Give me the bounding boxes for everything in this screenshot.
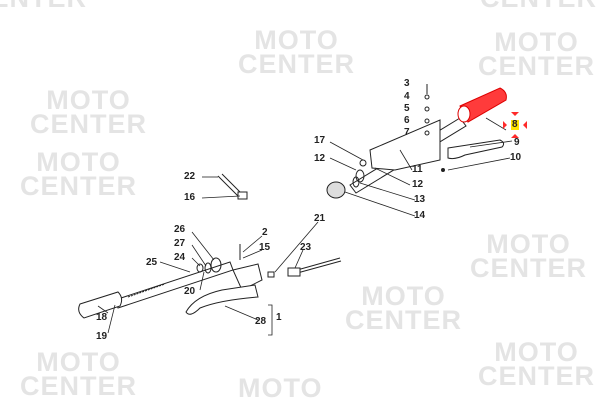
watermark-text: CENTER xyxy=(238,49,356,79)
part-label-10[interactable]: 10 xyxy=(510,152,522,163)
watermark-text: MOTO xyxy=(494,27,579,57)
watermark: CENTER xyxy=(0,0,87,13)
pin xyxy=(441,168,445,172)
washers xyxy=(326,159,367,199)
part-label-28[interactable]: 28 xyxy=(255,316,267,327)
grip-left[interactable] xyxy=(78,291,123,319)
part-label-2[interactable]: 2 xyxy=(262,227,268,238)
part-label-14[interactable]: 14 xyxy=(414,210,426,221)
leader-lines xyxy=(97,117,513,336)
part-label-7[interactable]: 7 xyxy=(404,127,410,138)
watermark-text: MOTO xyxy=(46,85,131,115)
screw-stack xyxy=(424,84,430,136)
part-label-1[interactable]: 1 xyxy=(276,312,282,323)
cable xyxy=(287,257,342,277)
brake-lever-right[interactable] xyxy=(447,139,505,160)
part-label-3[interactable]: 3 xyxy=(404,78,410,89)
watermark-text: CENTER xyxy=(345,305,463,335)
part-label-11[interactable]: 11 xyxy=(412,164,423,175)
watermark-text: CENTER xyxy=(20,171,138,201)
watermark-text: CENTER xyxy=(30,109,148,139)
watermark-text: CENTER xyxy=(478,51,596,81)
part-label-18[interactable]: 18 xyxy=(96,312,108,323)
grip-right-highlighted[interactable] xyxy=(457,87,507,123)
watermark-text: MOTO xyxy=(36,147,121,177)
handlebar-right xyxy=(349,117,467,194)
part-label-17[interactable]: 17 xyxy=(314,135,326,146)
part-label-19[interactable]: 19 xyxy=(96,331,108,342)
watermark: CENTER xyxy=(480,0,597,13)
watermark-text: CENTER xyxy=(480,0,597,13)
watermark-text: CENTER xyxy=(470,253,588,283)
part-label-12[interactable]: 12 xyxy=(314,153,326,164)
watermark-text: MOTO xyxy=(36,347,121,377)
part-label-9[interactable]: 9 xyxy=(514,137,520,148)
watermark-text: CENTER xyxy=(20,371,138,400)
part-label-24[interactable]: 24 xyxy=(174,252,186,263)
watermark-text: CENTER xyxy=(0,0,87,13)
watermark-text: MOTO xyxy=(254,25,339,55)
part-label-23[interactable]: 23 xyxy=(300,242,312,253)
watermark-text: MOTO xyxy=(238,373,323,400)
bolt xyxy=(217,173,248,200)
part-label-8-selected[interactable]: 8 xyxy=(511,119,519,130)
adjuster xyxy=(267,271,275,278)
part-label-26[interactable]: 26 xyxy=(174,224,186,235)
part-label-12[interactable]: 12 xyxy=(412,179,424,190)
part-label-13[interactable]: 13 xyxy=(414,194,426,205)
nut-set xyxy=(196,257,222,274)
part-label-27[interactable]: 27 xyxy=(174,238,186,249)
selection-marker xyxy=(503,112,527,138)
part-label-16[interactable]: 16 xyxy=(184,192,196,203)
part-label-25[interactable]: 25 xyxy=(146,257,158,268)
brake-lever-left[interactable] xyxy=(185,263,263,315)
watermark: MOTO xyxy=(238,373,323,400)
part-label-5[interactable]: 5 xyxy=(404,103,410,114)
watermark-text: MOTO xyxy=(494,337,579,367)
part-label-6[interactable]: 6 xyxy=(404,115,410,126)
watermark-text: MOTO xyxy=(361,281,446,311)
part-label-21[interactable]: 21 xyxy=(314,213,326,224)
part-label-20[interactable]: 20 xyxy=(184,286,196,297)
watermark-text: MOTO xyxy=(486,229,571,259)
watermark-text: CENTER xyxy=(478,361,596,391)
part-label-15[interactable]: 15 xyxy=(259,242,271,253)
part-label-22[interactable]: 22 xyxy=(184,171,196,182)
part-label-4[interactable]: 4 xyxy=(404,91,410,102)
